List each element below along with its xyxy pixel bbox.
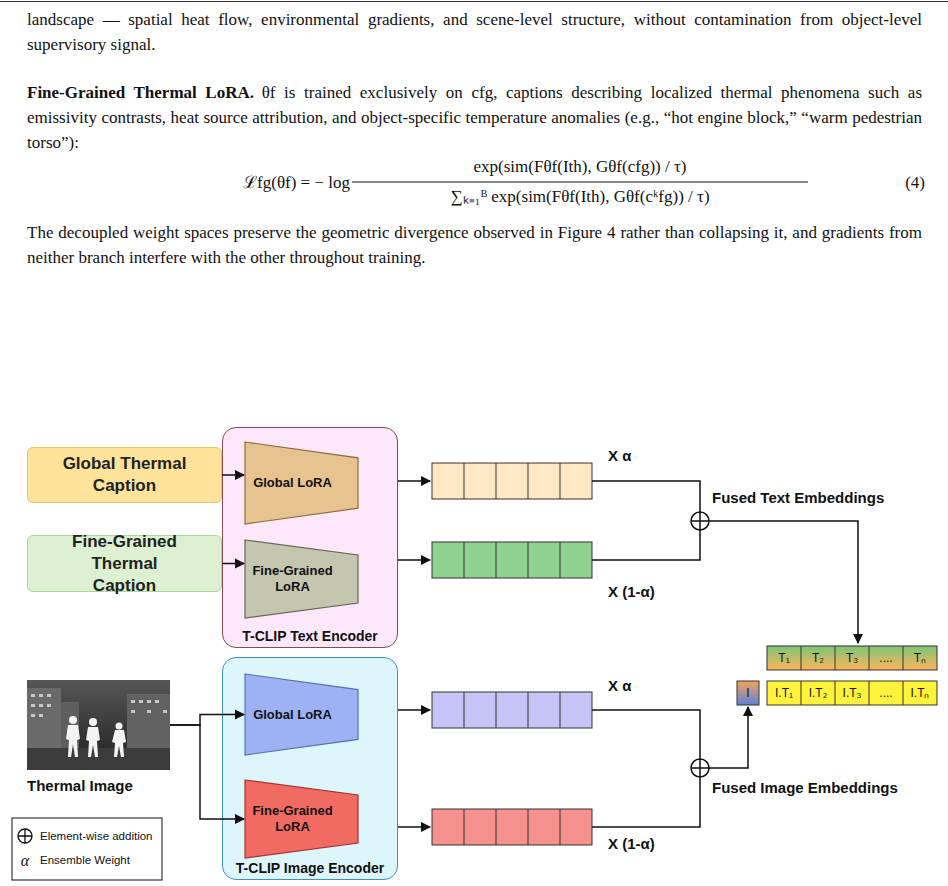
table-cell: Tₙ (903, 649, 937, 667)
equation-denominator: ∑ₖ₌₁ᴮ exp(sim(Fθf(Ith), Gθf(cᵏfg)) / τ) (352, 186, 808, 208)
text-row (767, 646, 937, 670)
lora-module: Fine-Grained LoRA (244, 539, 359, 619)
table-cell: I.Tₙ (903, 684, 937, 702)
node-text: Fine-Grained Thermal Caption (58, 531, 191, 597)
output-line (709, 707, 748, 768)
output-line (709, 521, 858, 643)
weight-label: X α (608, 676, 688, 695)
row-cells (801, 646, 903, 670)
paragraph-heading: Fine-Grained Thermal LoRA. (27, 83, 254, 102)
lora-outline (245, 540, 358, 618)
embedding-bar (432, 692, 592, 728)
merge-line (592, 481, 700, 512)
encoder-label: T-CLIP Image Encoder (223, 859, 397, 877)
legend-symbol: α (14, 850, 36, 872)
table-cell: I.T₂ (801, 684, 835, 702)
node-text: Global LoRA (253, 707, 332, 723)
table-cell: T₂ (801, 649, 835, 667)
weight-label: X (1-α) (608, 834, 688, 853)
embedding-bar (432, 809, 592, 845)
embedding-cells (464, 542, 560, 578)
table-cell: T₁ (767, 649, 801, 667)
row-cells (801, 681, 903, 705)
legend-addition-sample (18, 829, 32, 843)
equation-numerator: exp(sim(Fθf(Ith), Gθf(cfg)) / τ) (352, 156, 808, 178)
merge-line (592, 710, 700, 759)
thermal-picture (27, 680, 170, 770)
legend-text: Ensemble Weight (40, 853, 130, 868)
embedding-bar (432, 542, 592, 578)
caption-box: Fine-Grained Thermal Caption (27, 535, 222, 592)
node-text: Global Thermal Caption (58, 453, 191, 497)
table-cell: T₃ (835, 649, 869, 667)
encoder-container: T-CLIP Image Encoder Global LoRA Fine-Grai… (222, 657, 398, 880)
equation-number: (4) (875, 172, 925, 194)
merge-line (592, 777, 700, 827)
embedding-cells (464, 463, 560, 499)
encoder-label: T-CLIP Text Encoder (223, 627, 397, 645)
image-cell (737, 681, 759, 705)
node-text: Fine-Grained LoRA (251, 563, 335, 595)
thermal-image: Thermal Image (27, 680, 170, 770)
legend-box (12, 818, 162, 880)
paragraph-block: Fine-Grained Thermal LoRA.θf is trained … (27, 80, 922, 155)
table-cell: I.T₁ (767, 684, 801, 702)
connector-arrow (222, 563, 244, 565)
image-caption: Thermal Image (27, 776, 133, 795)
fusion-label: Fused Image Embeddings (712, 778, 932, 797)
table-cell: .... (869, 684, 903, 702)
embedding-bar (432, 463, 592, 499)
table-cell: I.T₃ (835, 684, 869, 702)
embedding-cells (464, 692, 560, 728)
addition-symbol (691, 512, 709, 530)
lora-outline (245, 674, 358, 755)
connector-arrow (170, 715, 244, 726)
lora-module: Fine-Grained LoRA (244, 779, 359, 859)
fraction-bar (352, 182, 808, 183)
lora-module: Global LoRA (244, 673, 359, 756)
legend-text: Element-wise addition (40, 829, 153, 844)
merge-line (592, 530, 700, 560)
score-row (767, 681, 937, 705)
table-cell: .... (869, 649, 903, 667)
fusion-label: Fused Text Embeddings (712, 488, 932, 507)
weight-label: X α (608, 446, 688, 465)
lora-outline (245, 780, 358, 858)
body-paragraph: The decoupled weight spaces preserve the… (27, 220, 922, 270)
lora-module: Global LoRA (244, 441, 359, 525)
embedding-cells (464, 809, 560, 845)
equation-lhs: ℒfg(θf) = − log (232, 172, 350, 194)
node-text: Fine-Grained LoRA (251, 803, 335, 835)
addition-symbol (691, 759, 709, 777)
weight-label: X (1-α) (608, 582, 688, 601)
encoder-container: T-CLIP Text Encoder Global LoRA Fine-Grain… (222, 427, 398, 648)
page-rule (0, 1, 948, 2)
table-cell: I (737, 684, 759, 702)
connector-arrow (170, 725, 244, 819)
body-paragraph: landscape — spatial heat flow, environme… (27, 7, 922, 57)
connector-arrow (222, 474, 244, 476)
node-text: Global LoRA (253, 475, 332, 491)
caption-box: Global Thermal Caption (27, 447, 222, 503)
lora-outline (245, 442, 358, 524)
